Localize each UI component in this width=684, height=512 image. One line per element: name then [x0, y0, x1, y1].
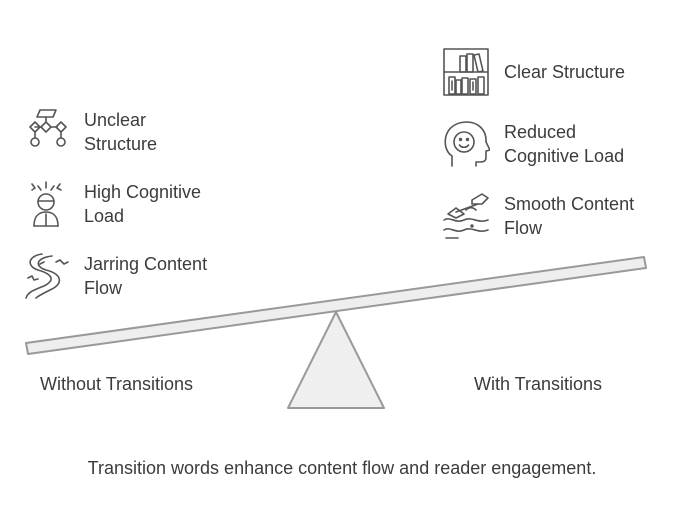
- left-item-unclear-structure-line2: Structure: [84, 134, 158, 154]
- left-item-unclear-structure-line1: Unclear: [84, 110, 147, 130]
- right-item-reduced-cognitive-load-line2: Cognitive Load: [504, 146, 625, 166]
- without-transitions-label: Without Transitions: [40, 374, 194, 394]
- right-item-reduced-cognitive-load-line1: Reduced: [504, 122, 577, 142]
- calm-head-icon: [442, 120, 490, 168]
- left-item-high-cognitive-load-line1: High Cognitive: [84, 182, 202, 202]
- right-item-clear-structure: Clear Structure: [442, 48, 625, 96]
- left-item-high-cognitive-load: High Cognitive Load: [22, 180, 201, 228]
- boat-waves-icon: [442, 192, 490, 240]
- right-item-smooth-content-flow: Smooth Content Flow: [442, 192, 634, 240]
- with-transitions-label: With Transitions: [474, 374, 603, 394]
- left-item-unclear-structure: Unclear Structure: [22, 108, 157, 156]
- diagram-caption: Transition words enhance content flow an…: [87, 458, 597, 478]
- bookshelf-icon: [442, 48, 490, 96]
- left-item-jarring-content-flow-line1: Jarring Content: [84, 254, 208, 274]
- winding-road-icon: [22, 252, 70, 300]
- seesaw-beam: [25, 256, 647, 355]
- seesaw-fulcrum: [287, 311, 385, 409]
- left-item-jarring-content-flow-line2: Flow: [84, 278, 123, 298]
- right-item-reduced-cognitive-load: Reduced Cognitive Load: [442, 120, 624, 168]
- right-item-smooth-content-flow-line2: Flow: [504, 218, 543, 238]
- right-item-clear-structure-line1: Clear Structure: [504, 62, 626, 82]
- right-item-smooth-content-flow-line1: Smooth Content: [504, 194, 635, 214]
- left-item-jarring-content-flow: Jarring Content Flow: [22, 252, 207, 300]
- left-item-high-cognitive-load-line2: Load: [84, 206, 125, 226]
- stressed-person-icon: [22, 180, 70, 228]
- flowchart-icon: [22, 108, 70, 156]
